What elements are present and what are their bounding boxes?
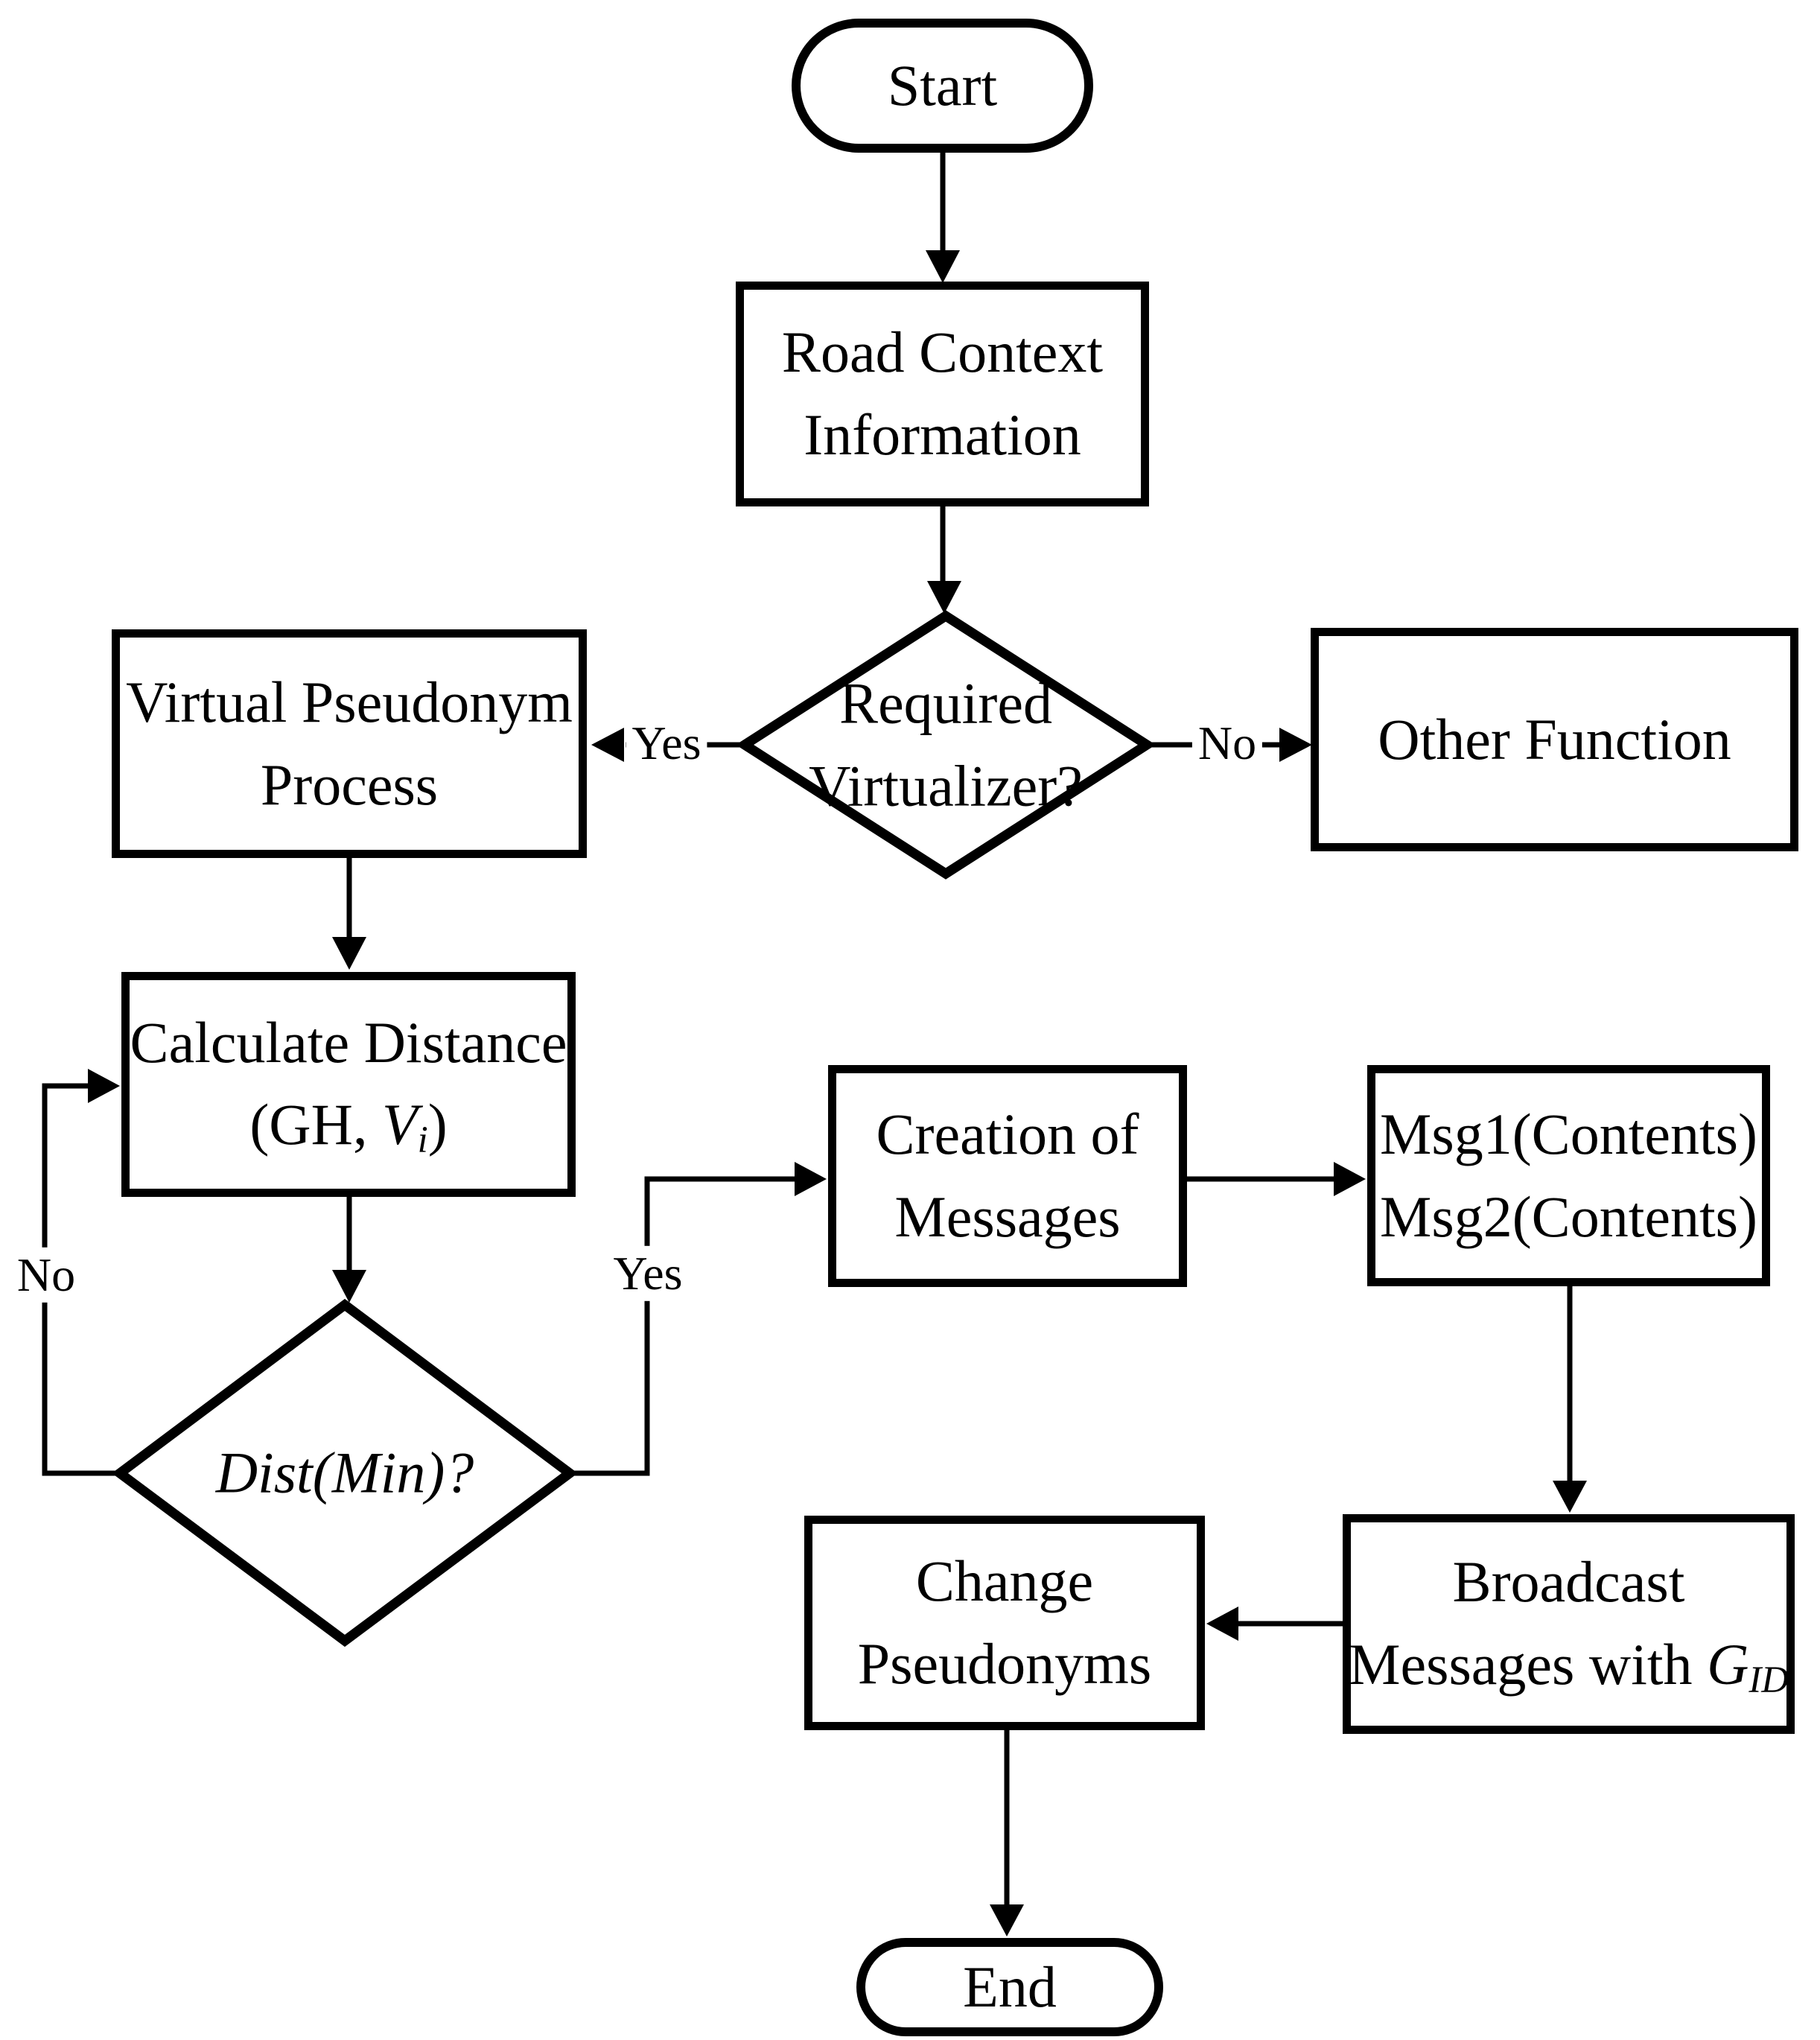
arrowhead-start-to-road — [926, 250, 960, 283]
dist-min-text: Dist(Min)? — [215, 1440, 474, 1505]
other-function-node: Other Function — [1311, 628, 1798, 851]
broadcast-line1: Broadcast — [1452, 1549, 1685, 1615]
dist-no-label: No — [10, 1247, 82, 1303]
arrowhead-pseudonym-to-calculate — [332, 937, 366, 970]
dist-min-label: Dist(Min)? — [216, 1432, 474, 1515]
change-pseudonyms-node: Change Pseudonyms — [804, 1516, 1205, 1730]
virtualizer-yes-label: Yes — [626, 715, 707, 772]
dist-min-diamond-shape — [112, 1298, 578, 1647]
required-virtualizer-line1: Required — [839, 670, 1052, 736]
end-label: End — [963, 1954, 1057, 2019]
broadcast-line2-prefix: Messages with — [1349, 1631, 1708, 1697]
calculate-distance-line1: Calculate Distance — [130, 1009, 567, 1075]
calculate-distance-variable: V — [381, 1092, 418, 1157]
creation-messages-line1: Creation of — [876, 1102, 1139, 1167]
required-virtualizer-diamond-shape — [735, 610, 1156, 880]
creation-messages-line2: Messages — [894, 1184, 1121, 1249]
other-function-label: Other Function — [1378, 706, 1731, 772]
virtual-pseudonym-node: Virtual Pseudonym Process — [112, 629, 587, 858]
road-context-line2: Information — [804, 402, 1081, 467]
msg-contents-node: Msg1(Contents) Msg2(Contents) — [1367, 1065, 1770, 1286]
calculate-distance-line2-close: ) — [427, 1092, 448, 1157]
start-label: Start — [887, 52, 998, 118]
virtual-pseudonym-line1: Virtual Pseudonym — [126, 669, 573, 734]
arrowhead-virtualizer-no — [1279, 728, 1312, 762]
calculate-distance-node: Calculate Distance (GH, Vi) — [121, 972, 576, 1197]
broadcast-node: Broadcast Messages with GID — [1343, 1514, 1795, 1734]
virtualizer-no-label: No — [1191, 715, 1263, 772]
broadcast-line2: Messages with GID — [1349, 1624, 1789, 1707]
change-pseudonyms-line2: Pseudonyms — [857, 1631, 1152, 1696]
start-node: Start — [792, 19, 1093, 153]
change-pseudonyms-line1: Change — [915, 1548, 1094, 1614]
broadcast-variable: G — [1707, 1631, 1749, 1697]
arrowhead-calculate-to-dist — [332, 1270, 366, 1303]
required-virtualizer-line2: Virtualizer? — [809, 753, 1083, 818]
virtual-pseudonym-line2: Process — [260, 752, 439, 817]
road-context-node: Road Context Information — [736, 282, 1149, 506]
arrowhead-virtualizer-yes — [591, 728, 624, 762]
end-node: End — [856, 1938, 1163, 2036]
msg-contents-line1: Msg1(Contents) — [1380, 1101, 1757, 1166]
calculate-distance-subscript: i — [417, 1119, 428, 1161]
arrowhead-creation-to-msg — [1334, 1162, 1366, 1196]
arrowhead-dist-no-loop — [88, 1069, 120, 1103]
calculate-distance-line2-open: (GH, — [249, 1092, 382, 1157]
arrowhead-msg-to-broadcast — [1553, 1481, 1587, 1513]
broadcast-subscript: ID — [1749, 1658, 1789, 1700]
creation-messages-node: Creation of Messages — [828, 1065, 1187, 1287]
arrowhead-road-to-virtualizer — [927, 581, 961, 614]
arrowhead-change-to-end — [990, 1904, 1024, 1936]
dist-yes-label: Yes — [607, 1245, 689, 1302]
arrowhead-dist-yes — [795, 1162, 827, 1196]
calculate-distance-line2: (GH, Vi) — [249, 1084, 447, 1167]
edge-dist-yes — [567, 1176, 798, 1476]
road-context-line1: Road Context — [781, 320, 1104, 385]
arrowhead-broadcast-to-change — [1206, 1607, 1238, 1641]
required-virtualizer-label: Required Virtualizer? — [809, 662, 1083, 827]
msg-contents-line2: Msg2(Contents) — [1380, 1183, 1757, 1249]
